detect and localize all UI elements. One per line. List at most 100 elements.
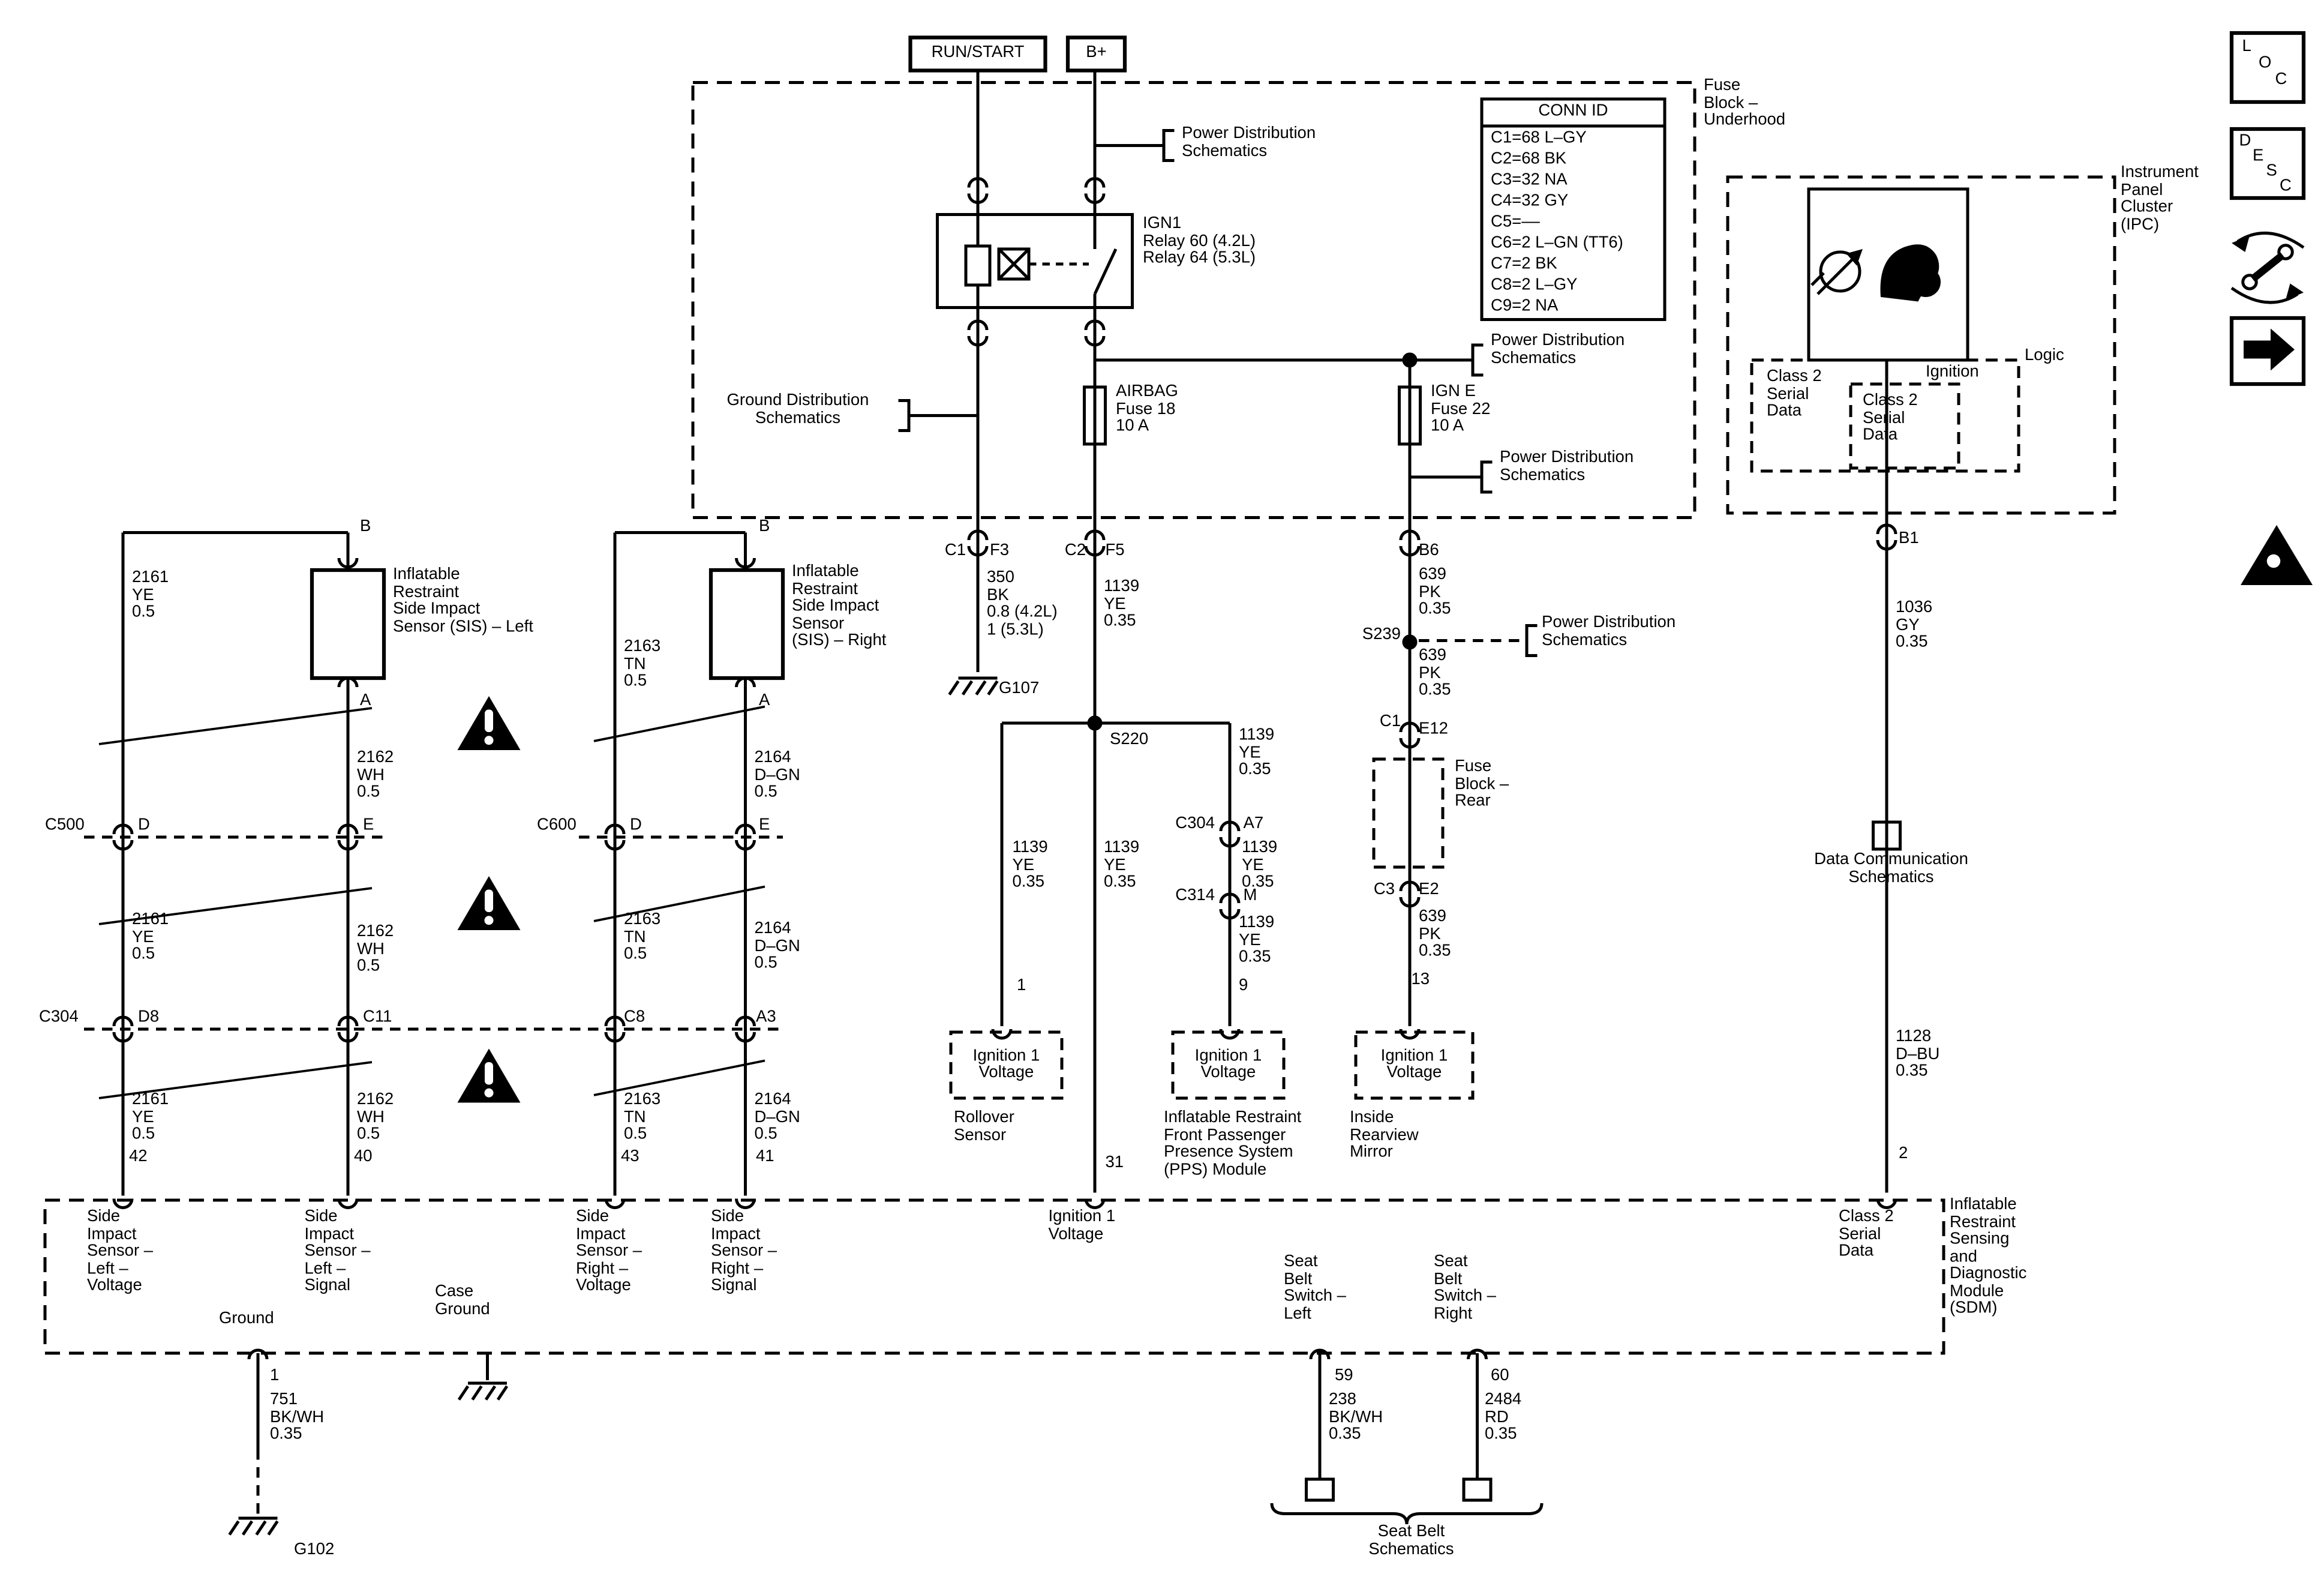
pin-a3: A3 (756, 1008, 776, 1026)
sdm-sis-right-voltage: Side Impact Sensor – Right – Voltage (576, 1207, 642, 1295)
wire-2164: 2164 D–GN 0.5 (754, 748, 800, 801)
pds-top-label: Power Distribution Schematics (1182, 124, 1316, 160)
pds-top-bracket (1162, 129, 1175, 162)
ipc-logic-label: Logic (2025, 346, 2064, 365)
terminal-43: 43 (621, 1147, 639, 1166)
airbag-fuse-label: AIRBAG Fuse 18 10 A (1116, 382, 1178, 435)
c500-label: C500 (45, 816, 85, 834)
pin-c8: C8 (624, 1008, 645, 1026)
conn-id-row: C6=2 L–GN (TT6) (1491, 234, 1623, 252)
pin-b1: B1 (1899, 529, 1919, 548)
wire-1139: 1139 YE 0.35 (1104, 838, 1140, 891)
pin-b-left: B (360, 517, 371, 536)
conn-id-row: C9=2 NA (1491, 297, 1559, 315)
ipc-title: Instrument Panel Cluster (IPC) (2121, 163, 2199, 233)
wire-2162: 2162 WH 0.5 (357, 922, 394, 975)
wire-2163: 2163 TN 0.5 (624, 910, 661, 963)
pin-d-right: D (630, 816, 642, 834)
conn-c1: C1 (944, 541, 966, 560)
gds-bracket (898, 399, 911, 432)
pps-module-box (1171, 1030, 1286, 1100)
wire-1036: 1036 GY 0.35 (1896, 598, 1933, 651)
wire-1139: 1139 YE 0.35 (1012, 838, 1048, 891)
case-ground-icon (459, 1383, 507, 1400)
terminal-2: 2 (1899, 1144, 1908, 1163)
pin-d-left: D (138, 816, 150, 834)
rearview-mirror-box (1354, 1030, 1475, 1100)
wire-2161: 2161 YE 0.5 (132, 1090, 169, 1143)
forward-arrow-icon (2244, 328, 2295, 371)
loc-letter: L (2242, 37, 2251, 56)
pds-mid-label: Power Distribution Schematics (1491, 331, 1625, 367)
terminal-1-ground: 1 (270, 1366, 280, 1385)
terminal-60: 60 (1491, 1366, 1509, 1385)
desc-letter: E (2253, 147, 2264, 165)
rollover-sensor-box (949, 1030, 1064, 1100)
desc-letter: S (2266, 162, 2277, 180)
conn-id-rect (1480, 97, 1667, 321)
ipc-class2-inner: Class 2 Serial Data (1863, 391, 1918, 444)
led-indicator-icon (1810, 249, 1863, 295)
sdm-box (43, 1198, 1945, 1355)
wire-2162: 2162 WH 0.5 (357, 1090, 394, 1143)
sdm-sis-right-signal: Side Impact Sensor – Right – Signal (711, 1207, 777, 1295)
terminal-31: 31 (1105, 1153, 1124, 1172)
sdm-class2-label: Class 2 Serial Data (1839, 1207, 1894, 1260)
sdm-sis-left-signal: Side Impact Sensor – Left – Signal (304, 1207, 371, 1295)
relay-label: IGN1 Relay 60 (4.2L) Relay 64 (5.3L) (1143, 214, 1256, 267)
ign-e-fuse-label: IGN E Fuse 22 10 A (1431, 382, 1491, 435)
wire-1139: 1139 YE 0.35 (1104, 577, 1140, 630)
wire-2163: 2163 TN 0.5 (624, 1090, 661, 1143)
desc-letter: C (2280, 177, 2292, 195)
wire-2164: 2164 D–GN 0.5 (754, 1090, 800, 1143)
s220-label: S220 (1110, 730, 1149, 749)
wire-2164: 2164 D–GN 0.5 (754, 919, 800, 972)
sdm-seat-belt-left: Seat Belt Switch – Left (1284, 1252, 1346, 1323)
service-procedure-icon (2230, 231, 2305, 304)
sdm-case-ground-label: Case Ground (435, 1282, 490, 1318)
pds-s239-label: Power Distribution Schematics (1542, 613, 1676, 649)
twisted-pair-marks (98, 705, 765, 1099)
sis-right-rect (708, 568, 785, 680)
pin-f5: F5 (1105, 541, 1125, 560)
g102-label: G102 (294, 1540, 335, 1559)
rollover-ign1-label: Ignition 1 Voltage (972, 1046, 1040, 1082)
ipc-ignition-label: Ignition (1926, 363, 1979, 381)
wire-2162: 2162 WH 0.5 (357, 748, 394, 801)
arrow-tab-rect (2229, 316, 2306, 386)
sis-left-title: Inflatable Restraint Side Impact Sensor … (393, 565, 533, 635)
wire-639: 639 PK 0.35 (1419, 565, 1451, 618)
pin-c11: C11 (363, 1008, 392, 1026)
pin-e-right: E (759, 816, 770, 834)
wire-238: 238 BK/WH 0.35 (1329, 1390, 1383, 1443)
wire-2484: 2484 RD 0.35 (1485, 1390, 1522, 1443)
warning-triangle-icon (458, 876, 521, 930)
conn-id-row: C5=–– (1491, 213, 1540, 231)
pin-b-right: B (759, 517, 770, 536)
wire-2161: 2161 YE 0.5 (132, 910, 169, 963)
pps-ign1-label: Ignition 1 Voltage (1194, 1046, 1262, 1082)
pds-mid-bracket (1471, 343, 1484, 377)
warning-triangle-icon (458, 1049, 521, 1103)
conn-id-row: C2=68 BK (1491, 150, 1567, 168)
sdm-ground-label: Ground (219, 1309, 274, 1328)
terminal-40: 40 (354, 1147, 373, 1166)
loc-tab-rect (2229, 31, 2306, 104)
pin-e12: E12 (1419, 720, 1448, 738)
conn-id-row: C3=32 NA (1491, 171, 1568, 189)
terminal-41: 41 (756, 1147, 774, 1166)
wire-1128: 1128 D–BU 0.35 (1896, 1027, 1940, 1080)
seat-belt-switch-left-symbol (1305, 1477, 1335, 1502)
junction-dot (1402, 352, 1418, 368)
relay-rect (936, 213, 1134, 309)
conn-id-row: C8=2 L–GY (1491, 276, 1578, 294)
terminal-13: 13 (1411, 970, 1430, 989)
wire-1139: 1139 YE 0.35 (1239, 913, 1275, 966)
s239-label: S239 (1362, 625, 1401, 644)
wire-1139: 1139 YE 0.35 (1242, 838, 1278, 891)
fuse-block-rear-box (1372, 757, 1445, 869)
mirror-ign1-label: Ignition 1 Voltage (1380, 1046, 1448, 1082)
wire-2161: 2161 YE 0.5 (132, 568, 169, 621)
